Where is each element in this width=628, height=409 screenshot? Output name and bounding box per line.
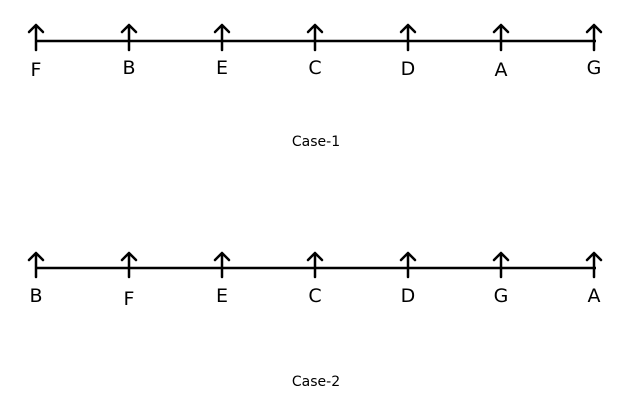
case-1-point-label: G: [587, 57, 602, 79]
up-arrow-icon: [120, 23, 138, 52]
up-arrow-icon: [213, 23, 231, 52]
case-2-position-5: D: [399, 251, 417, 307]
case-1-point-label: B: [122, 57, 135, 79]
case-2-position-1: B: [27, 251, 45, 307]
up-arrow-icon: [306, 251, 324, 279]
case-2-position-3: E: [213, 251, 231, 307]
case-1-point-label: C: [308, 57, 321, 79]
case-1-row: F B E C D A G Case-1: [27, 23, 603, 150]
case-1-position-6: A: [492, 23, 510, 81]
case-1-caption: Case-1: [292, 134, 340, 150]
case-1-position-7: G: [585, 23, 603, 79]
case-1-position-2: B: [120, 23, 138, 79]
up-arrow-icon: [399, 251, 417, 279]
case-1-position-1: F: [27, 23, 45, 81]
case-2-point-label: F: [124, 288, 135, 310]
up-arrow-icon: [306, 23, 324, 52]
up-arrow-icon: [120, 251, 138, 279]
case-2-point-label: B: [29, 285, 42, 307]
case-2-caption: Case-2: [292, 374, 340, 390]
case-2-row: B F E C D G A Case-2: [27, 251, 603, 390]
case-2-position-7: A: [585, 251, 603, 307]
case-2-point-label: E: [216, 285, 228, 307]
up-arrow-icon: [27, 251, 45, 279]
case-1-point-label: A: [495, 59, 508, 81]
up-arrow-icon: [492, 251, 510, 279]
case-1-point-label: E: [216, 57, 228, 79]
case-1-position-3: E: [213, 23, 231, 79]
case-2-point-label: D: [401, 285, 416, 307]
case-2-point-label: A: [588, 285, 601, 307]
case-1-point-label: F: [31, 59, 42, 81]
up-arrow-icon: [585, 23, 603, 52]
up-arrow-icon: [492, 23, 510, 52]
case-2-position-4: C: [306, 251, 324, 307]
up-arrow-icon: [27, 23, 45, 52]
up-arrow-icon: [399, 23, 417, 52]
up-arrow-icon: [213, 251, 231, 279]
up-arrow-icon: [585, 251, 603, 279]
case-2-position-6: G: [492, 251, 510, 307]
case-1-position-5: D: [399, 23, 417, 80]
case-1-point-label: D: [401, 58, 416, 80]
case-2-position-2: F: [120, 251, 138, 310]
case-1-position-4: C: [306, 23, 324, 79]
case-2-point-label: G: [494, 285, 509, 307]
case-2-point-label: C: [308, 285, 321, 307]
